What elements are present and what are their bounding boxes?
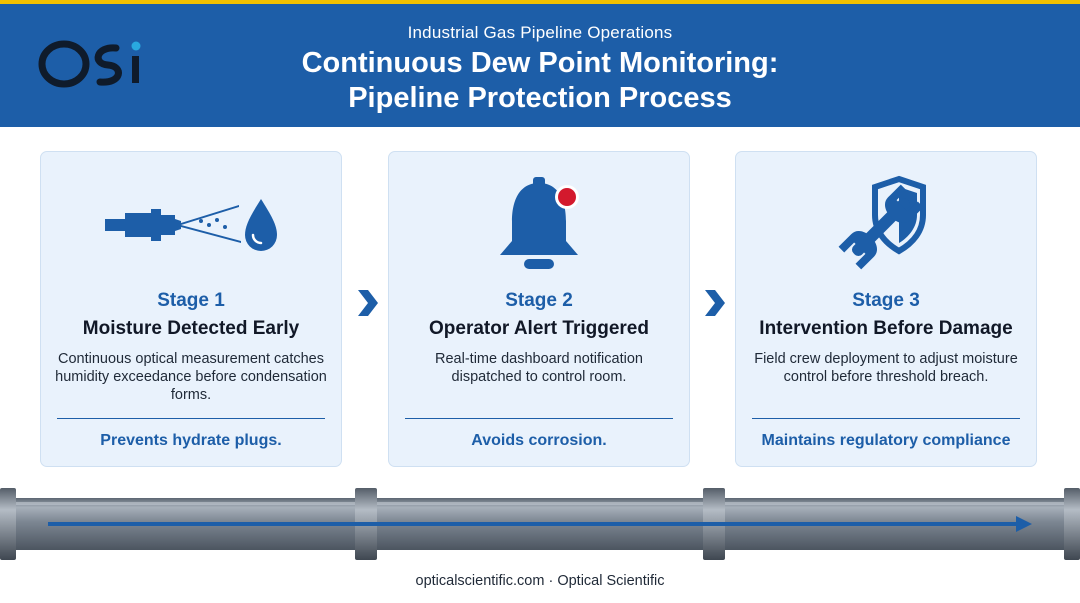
stage-label: Stage 3 <box>852 290 920 311</box>
stage-description: Continuous optical measurement catches h… <box>55 351 327 403</box>
osi-logo <box>38 40 141 88</box>
stage-description: Field crew deployment to adjust moisture… <box>754 351 1018 385</box>
top-accent-line <box>0 0 1080 4</box>
stage-benefit: Maintains regulatory compliance <box>761 432 1011 449</box>
stage-description: Real-time dashboard notification dispatc… <box>435 351 643 385</box>
stage-title: Moisture Detected Early <box>82 318 300 339</box>
header-subtitle: Industrial Gas Pipeline Operations <box>407 23 673 42</box>
chevron-right-icon <box>358 290 378 316</box>
chevron-right-icon <box>705 290 725 316</box>
footer-credit: opticalscientific.com · Optical Scientif… <box>415 573 665 589</box>
stage-benefit: Prevents hydrate plugs. <box>100 432 282 449</box>
title-line-2: Pipeline Protection Process <box>348 82 732 114</box>
stage-label: Stage 1 <box>157 290 225 311</box>
pipeline-graphic <box>0 488 1080 560</box>
page-title: Continuous Dew Point Monitoring: Pipelin… <box>0 46 1080 116</box>
stage-benefit: Avoids corrosion. <box>471 432 607 449</box>
stage-card-3: Stage 3 Intervention Before Damage Field… <box>735 151 1037 467</box>
wrench-shield-icon <box>736 170 1036 280</box>
stage-card-2: Stage 2 Operator Alert Triggered Real-ti… <box>388 151 690 467</box>
title-line-1: Continuous Dew Point Monitoring: <box>301 47 779 79</box>
bell-alert-icon <box>389 170 689 280</box>
header-banner: Industrial Gas Pipeline Operations Conti… <box>0 4 1080 127</box>
spray-nozzle-droplet-icon <box>41 170 341 280</box>
stage-card-1: Stage 1 Moisture Detected Early Continuo… <box>40 151 342 467</box>
stage-title: Operator Alert Triggered <box>429 318 649 339</box>
divider <box>57 418 325 419</box>
stage-title: Intervention Before Damage <box>759 318 1013 339</box>
stage-label: Stage 2 <box>505 290 573 311</box>
divider <box>752 418 1020 419</box>
divider <box>405 418 673 419</box>
